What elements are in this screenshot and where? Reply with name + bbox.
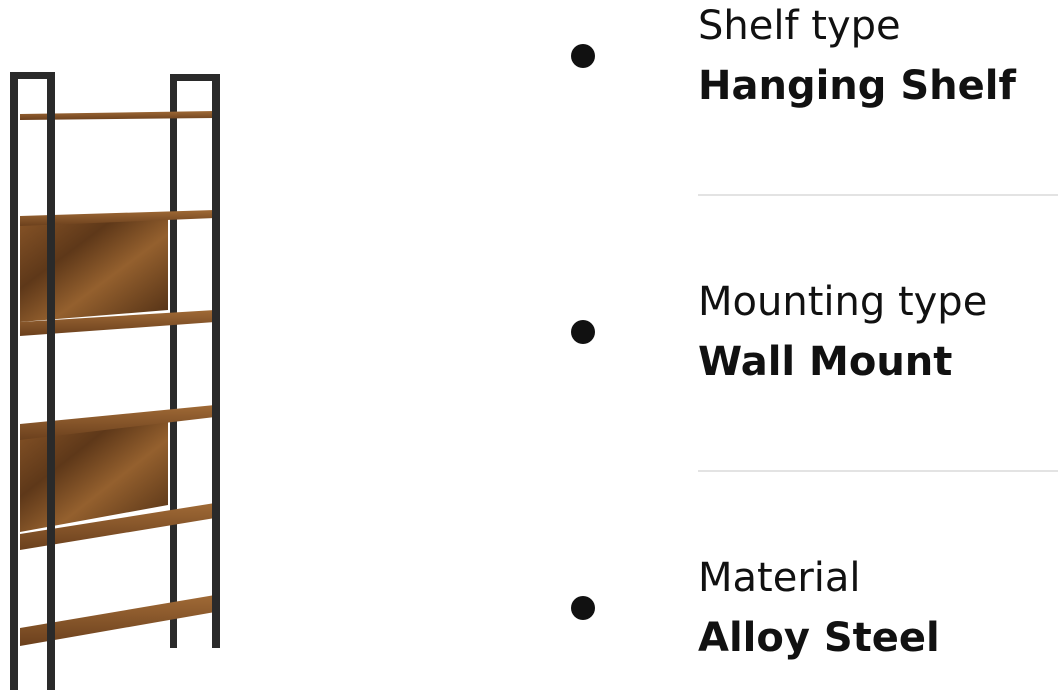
spec-value-shelf-type: Hanging Shelf bbox=[698, 63, 1016, 109]
steel-frame bbox=[10, 72, 220, 690]
spec-value-mounting-type: Wall Mount bbox=[698, 339, 953, 385]
back-panel bbox=[20, 212, 168, 532]
spec-label-shelf-type: Shelf type bbox=[698, 3, 901, 49]
bookshelf-product-image bbox=[10, 72, 220, 690]
bullet-material bbox=[571, 596, 595, 620]
spec-divider bbox=[698, 194, 1058, 196]
spec-value-material: Alloy Steel bbox=[698, 615, 940, 661]
spec-divider bbox=[698, 470, 1058, 472]
bullet-mounting-type bbox=[571, 320, 595, 344]
spec-label-mounting-type: Mounting type bbox=[698, 279, 988, 325]
bullet-shelf-type bbox=[571, 44, 595, 68]
spec-label-material: Material bbox=[698, 555, 861, 601]
shelf-boards bbox=[20, 111, 215, 646]
